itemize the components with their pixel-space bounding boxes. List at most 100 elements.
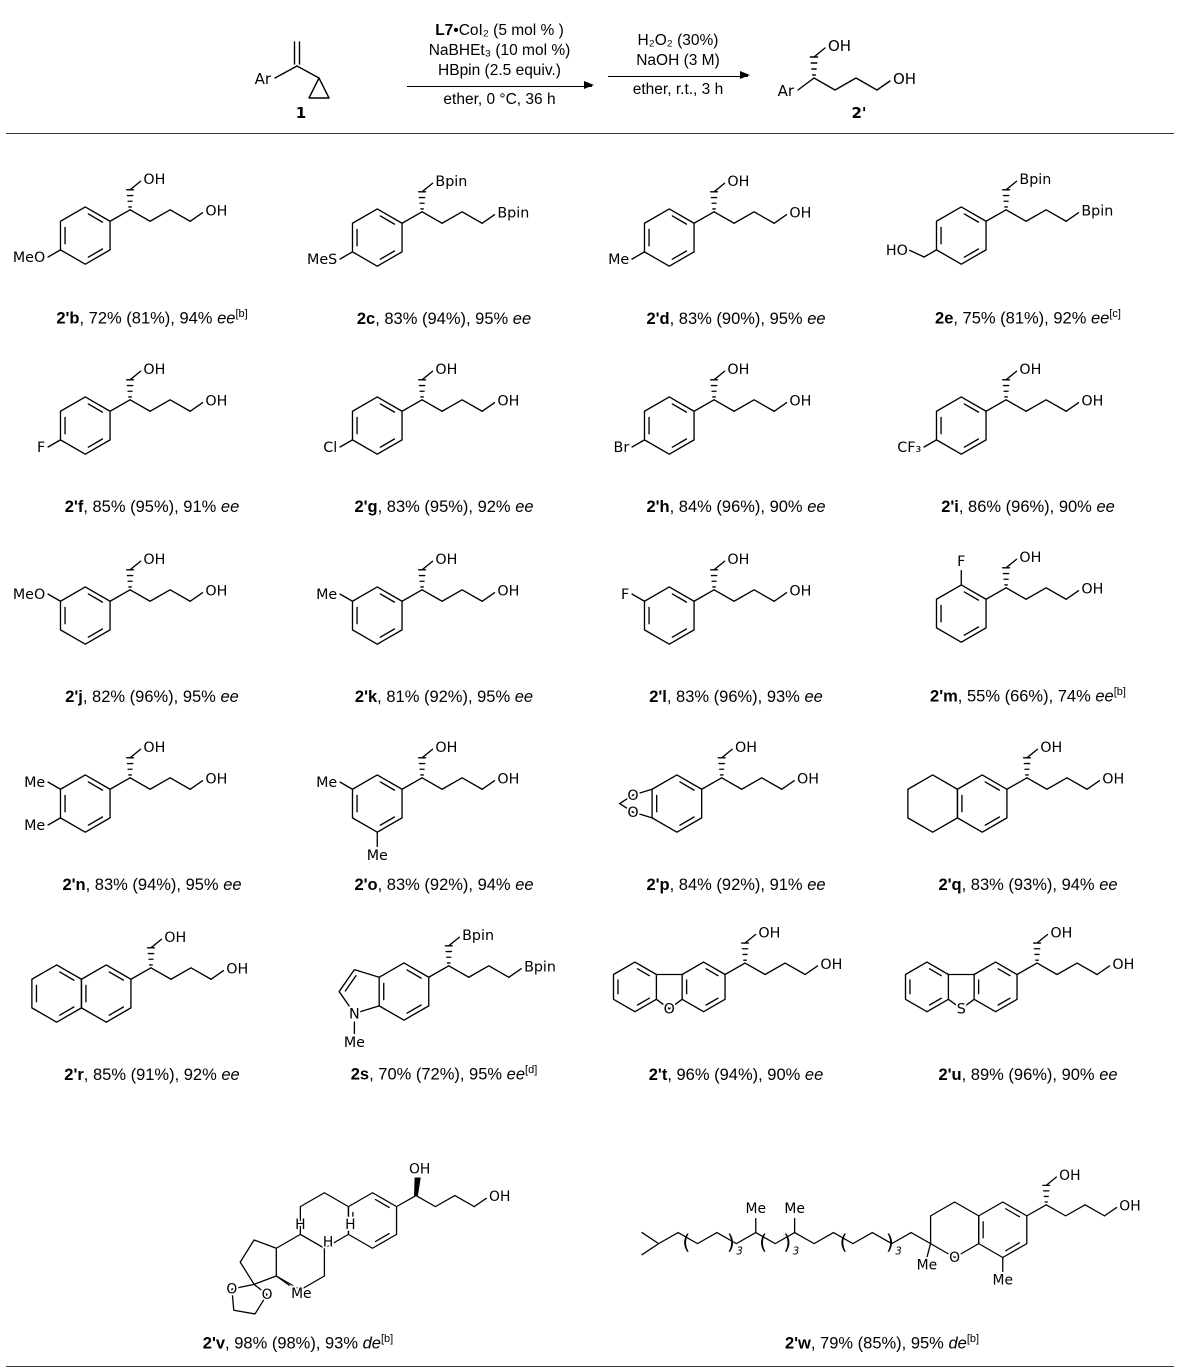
svg-text:Bpin: Bpin: [462, 928, 494, 944]
compound-id: 2'd: [646, 309, 670, 328]
product-caption: 2'o, 83% (92%), 94% ee: [354, 876, 534, 895]
product-caption: 2'q, 83% (93%), 94% ee: [938, 876, 1118, 895]
product-caption: 2'r, 85% (91%), 92% ee: [64, 1065, 240, 1084]
svg-text:OH: OH: [1081, 582, 1103, 598]
svg-text:Me: Me: [608, 251, 629, 267]
product-caption: 2'h, 84% (96%), 90% ee: [646, 498, 826, 517]
svg-text:OH: OH: [489, 1189, 510, 1205]
step2-line1: H₂O₂ (30%): [637, 32, 719, 49]
svg-text:Me: Me: [316, 586, 337, 602]
svg-text:OH: OH: [1119, 1198, 1140, 1214]
product-caption: 2't, 96% (94%), 90% ee: [648, 1065, 824, 1084]
svg-text:Bpin: Bpin: [1019, 172, 1051, 188]
step2-reagents: H₂O₂ (30%) NaOH (3 M): [636, 31, 720, 71]
compound-id: 2't: [648, 1065, 668, 1084]
compound-id: 2'l: [649, 687, 667, 706]
compound-id: 2'p: [646, 876, 670, 895]
svg-text:OH: OH: [735, 740, 757, 756]
svg-text:OH: OH: [143, 362, 165, 378]
svg-text:): ): [726, 1230, 734, 1254]
svg-text:OH: OH: [1019, 362, 1041, 378]
svg-text:3: 3: [792, 1247, 798, 1258]
reaction-arrow-icon: [407, 82, 594, 89]
svg-text:OH: OH: [797, 771, 819, 787]
svg-text:OH: OH: [789, 393, 811, 409]
svg-text:OH: OH: [828, 37, 851, 55]
svg-text:3: 3: [736, 1247, 742, 1258]
product-caption: 2e, 75% (81%), 92% ee[c]: [935, 308, 1121, 328]
svg-text:Cl: Cl: [323, 440, 337, 456]
compound-id: 2'm: [930, 687, 958, 706]
svg-text:Bpin: Bpin: [497, 205, 529, 221]
compound-id: 2'j: [65, 687, 83, 706]
svg-text:3: 3: [895, 1247, 901, 1258]
svg-text:OH: OH: [409, 1161, 430, 1177]
compound-id: 2c: [356, 309, 376, 328]
svg-text:OH: OH: [727, 552, 749, 568]
svg-text:MeS: MeS: [307, 251, 337, 267]
svg-text:OH: OH: [205, 583, 227, 599]
svg-text:H: H: [322, 1234, 332, 1250]
svg-text:OH: OH: [497, 771, 519, 787]
top-divider: [6, 133, 1174, 134]
svg-text:F: F: [957, 554, 965, 570]
product-caption: 2'm, 55% (66%), 74% ee[b]: [930, 686, 1126, 706]
svg-text:OH: OH: [1019, 550, 1041, 566]
svg-text:(: (: [839, 1230, 847, 1254]
svg-text:Me: Me: [344, 1035, 365, 1051]
compound-id: 2'q: [938, 876, 962, 895]
product-caption: 2'b, 72% (81%), 94% ee[b]: [56, 308, 248, 328]
svg-text:OH: OH: [1050, 925, 1072, 941]
svg-text:OH: OH: [435, 362, 457, 378]
svg-text:OH: OH: [226, 961, 248, 977]
product-caption: 2c, 83% (94%), 95% ee: [356, 309, 532, 328]
product-caption: 2'w, 79% (85%), 95% de[b]: [784, 1332, 980, 1353]
svg-text:(: (: [682, 1230, 690, 1254]
svg-text:OH: OH: [727, 174, 749, 190]
compound-id: 2'o: [354, 876, 378, 895]
svg-text:2': 2': [851, 104, 866, 122]
product-caption: 2'k, 81% (92%), 95% ee: [354, 687, 534, 706]
bottom-divider: [6, 1366, 1174, 1368]
svg-text:S: S: [957, 1001, 966, 1017]
structure-2'm: F OH OH: [885, 523, 1171, 685]
product-caption: 2'l, 83% (96%), 93% ee: [649, 687, 823, 706]
svg-text:Me: Me: [992, 1272, 1013, 1288]
reaction-arrow-icon: [608, 72, 750, 79]
product-caption: 2'n, 83% (94%), 95% ee: [62, 876, 242, 895]
svg-text:Ar: Ar: [778, 82, 795, 100]
footnote-marker: [b]: [380, 1332, 394, 1345]
svg-text:O: O: [664, 1001, 675, 1017]
compound-id: 2'k: [354, 687, 378, 706]
product-caption: 2'v, 98% (98%), 93% de[b]: [202, 1332, 394, 1353]
svg-text:N: N: [349, 1006, 360, 1022]
footnote-marker: [c]: [1109, 308, 1121, 321]
compound-id: 2'u: [938, 1065, 962, 1084]
